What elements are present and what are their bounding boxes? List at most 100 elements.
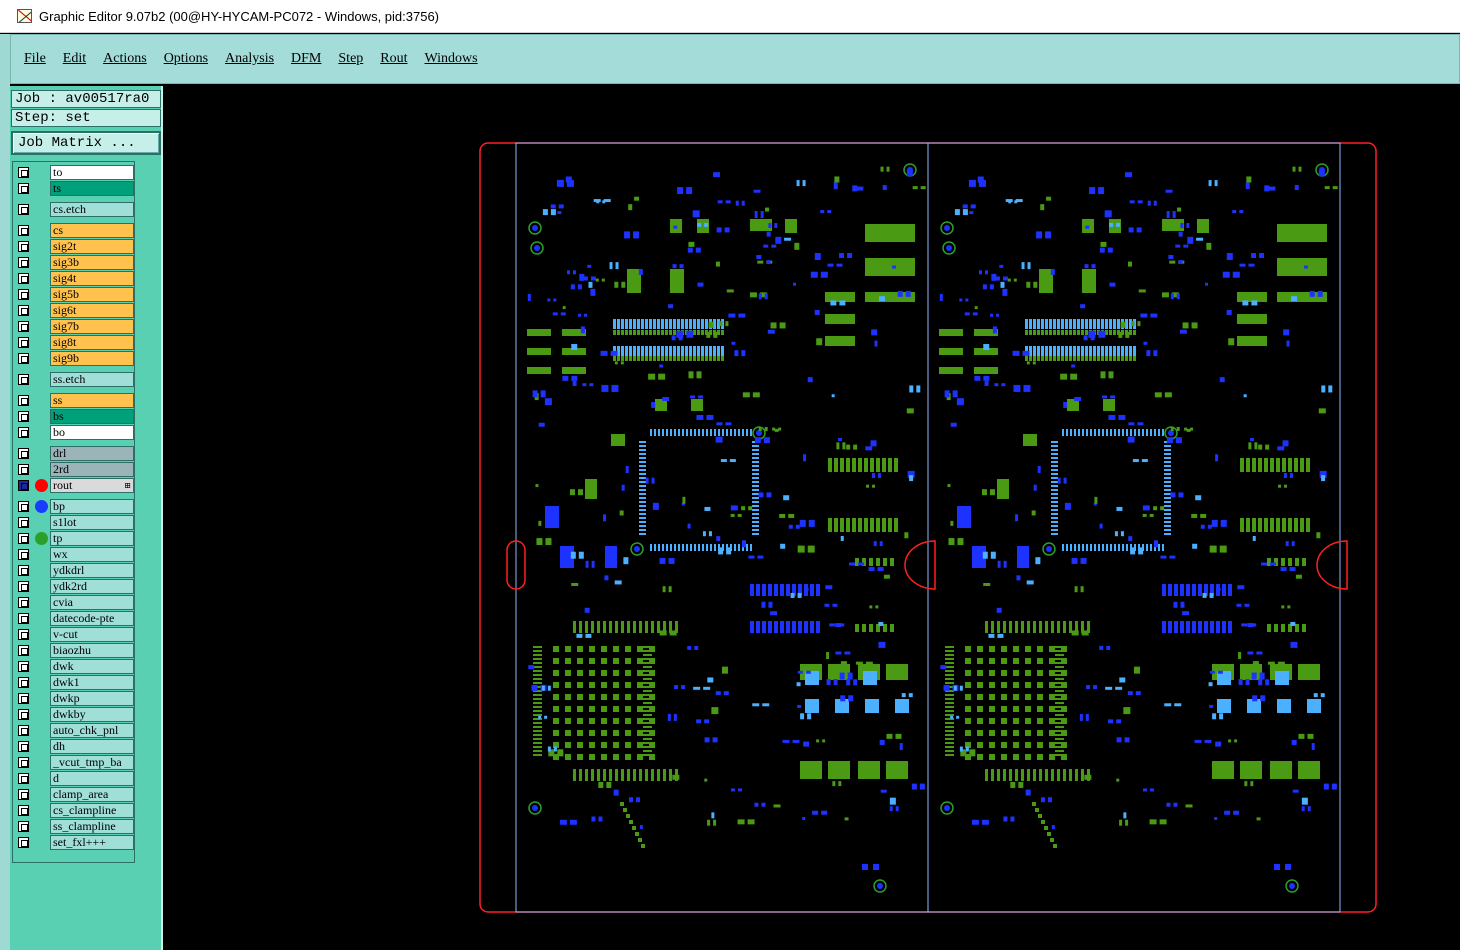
layer-name[interactable]: bs xyxy=(50,409,134,424)
layer-row[interactable]: set_fxl+++ xyxy=(15,835,134,850)
layer-name[interactable]: ts xyxy=(50,181,134,196)
layer-name[interactable]: biaozhu xyxy=(50,643,134,658)
layer-name[interactable]: sig2t xyxy=(50,239,134,254)
layer-row[interactable]: v-cut xyxy=(15,627,134,642)
layer-name[interactable]: ss_clampline xyxy=(50,819,134,834)
layer-affected-checkbox[interactable] xyxy=(18,645,29,656)
layer-affected-checkbox[interactable] xyxy=(18,533,29,544)
layer-name[interactable]: tp xyxy=(50,531,134,546)
layer-row[interactable]: bp xyxy=(15,499,134,514)
menu-windows[interactable]: Windows xyxy=(425,51,478,67)
layer-expand-icon[interactable]: ⊞ xyxy=(124,481,131,490)
layer-affected-checkbox[interactable] xyxy=(18,821,29,832)
layer-affected-checkbox[interactable] xyxy=(18,581,29,592)
layer-affected-checkbox[interactable] xyxy=(18,613,29,624)
menu-dfm[interactable]: DFM xyxy=(291,51,321,67)
layer-name[interactable]: sig3b xyxy=(50,255,134,270)
layer-affected-checkbox[interactable] xyxy=(18,241,29,252)
layer-row[interactable]: to xyxy=(15,165,134,180)
layer-name[interactable]: s1lot xyxy=(50,515,134,530)
menu-actions[interactable]: Actions xyxy=(103,51,147,67)
layer-row[interactable]: ss.etch xyxy=(15,372,134,387)
menu-edit[interactable]: Edit xyxy=(63,51,86,67)
layer-name[interactable]: v-cut xyxy=(50,627,134,642)
layer-name[interactable]: ydk2rd xyxy=(50,579,134,594)
layer-affected-checkbox[interactable] xyxy=(18,411,29,422)
layer-affected-checkbox[interactable] xyxy=(18,427,29,438)
layer-name[interactable]: cs_clampline xyxy=(50,803,134,818)
layer-affected-checkbox[interactable] xyxy=(18,167,29,178)
layer-row[interactable]: dwk xyxy=(15,659,134,674)
layer-row[interactable]: auto_chk_pnl xyxy=(15,723,134,738)
layer-affected-checkbox[interactable] xyxy=(18,773,29,784)
layer-name[interactable]: ss xyxy=(50,393,134,408)
layer-affected-checkbox[interactable] xyxy=(18,337,29,348)
layer-row[interactable]: tp xyxy=(15,531,134,546)
layer-row[interactable]: sig2t xyxy=(15,239,134,254)
layer-row[interactable]: cs xyxy=(15,223,134,238)
layer-name[interactable]: dwkby xyxy=(50,707,134,722)
menu-file[interactable]: File xyxy=(24,51,46,67)
layer-affected-checkbox[interactable] xyxy=(18,805,29,816)
job-matrix-button[interactable]: Job Matrix ... xyxy=(11,131,161,155)
layer-name[interactable]: to xyxy=(50,165,134,180)
layer-affected-checkbox[interactable] xyxy=(18,725,29,736)
layer-row[interactable]: d xyxy=(15,771,134,786)
layer-affected-checkbox[interactable] xyxy=(18,353,29,364)
layer-row[interactable]: biaozhu xyxy=(15,643,134,658)
layer-name[interactable]: _vcut_tmp_ba xyxy=(50,755,134,770)
menu-step[interactable]: Step xyxy=(338,51,363,67)
layer-affected-checkbox[interactable] xyxy=(18,741,29,752)
layer-row[interactable]: cvia xyxy=(15,595,134,610)
layer-affected-checkbox[interactable] xyxy=(18,257,29,268)
layer-affected-checkbox[interactable] xyxy=(18,204,29,215)
layer-affected-checkbox[interactable] xyxy=(18,597,29,608)
graphic-canvas[interactable] xyxy=(165,86,1460,950)
layer-name[interactable]: sig9b xyxy=(50,351,134,366)
layer-row[interactable]: dwkp xyxy=(15,691,134,706)
layer-affected-checkbox[interactable] xyxy=(18,757,29,768)
layer-name[interactable]: wx xyxy=(50,547,134,562)
layer-name[interactable]: dwkp xyxy=(50,691,134,706)
layer-affected-checkbox[interactable] xyxy=(18,183,29,194)
layer-name[interactable]: 2rd xyxy=(50,462,134,477)
layer-row[interactable]: datecode-pte xyxy=(15,611,134,626)
layer-name[interactable]: sig7b xyxy=(50,319,134,334)
layer-name[interactable]: cs.etch xyxy=(50,202,134,217)
layer-name[interactable]: sig8t xyxy=(50,335,134,350)
layer-name[interactable]: set_fxl+++ xyxy=(50,835,134,850)
layer-name[interactable]: drl xyxy=(50,446,134,461)
layer-name[interactable]: sig6t xyxy=(50,303,134,318)
layer-row[interactable]: sig9b xyxy=(15,351,134,366)
layer-name[interactable]: rout⊞ xyxy=(50,478,134,493)
layer-affected-checkbox[interactable] xyxy=(18,693,29,704)
menu-rout[interactable]: Rout xyxy=(380,51,407,67)
layer-row[interactable]: ss_clampline xyxy=(15,819,134,834)
layer-row[interactable]: bo xyxy=(15,425,134,440)
layer-row[interactable]: cs_clampline xyxy=(15,803,134,818)
layer-affected-checkbox[interactable] xyxy=(18,549,29,560)
layer-name[interactable]: sig4t xyxy=(50,271,134,286)
layer-affected-checkbox[interactable] xyxy=(18,709,29,720)
layer-row[interactable]: wx xyxy=(15,547,134,562)
layer-row[interactable]: ts xyxy=(15,181,134,196)
layer-affected-checkbox[interactable] xyxy=(18,480,29,491)
layer-row[interactable]: dh xyxy=(15,739,134,754)
layer-name[interactable]: datecode-pte xyxy=(50,611,134,626)
layer-affected-checkbox[interactable] xyxy=(18,517,29,528)
layer-row[interactable]: sig8t xyxy=(15,335,134,350)
layer-row[interactable]: ydk2rd xyxy=(15,579,134,594)
layer-row[interactable]: sig6t xyxy=(15,303,134,318)
layer-name[interactable]: bo xyxy=(50,425,134,440)
menu-options[interactable]: Options xyxy=(164,51,208,67)
layer-name[interactable]: dwk xyxy=(50,659,134,674)
layer-affected-checkbox[interactable] xyxy=(18,677,29,688)
layer-affected-checkbox[interactable] xyxy=(18,789,29,800)
layer-affected-checkbox[interactable] xyxy=(18,661,29,672)
layer-row[interactable]: bs xyxy=(15,409,134,424)
layer-row[interactable]: 2rd xyxy=(15,462,134,477)
layer-row[interactable]: dwk1 xyxy=(15,675,134,690)
layer-affected-checkbox[interactable] xyxy=(18,464,29,475)
layer-name[interactable]: clamp_area xyxy=(50,787,134,802)
layer-row[interactable]: drl xyxy=(15,446,134,461)
